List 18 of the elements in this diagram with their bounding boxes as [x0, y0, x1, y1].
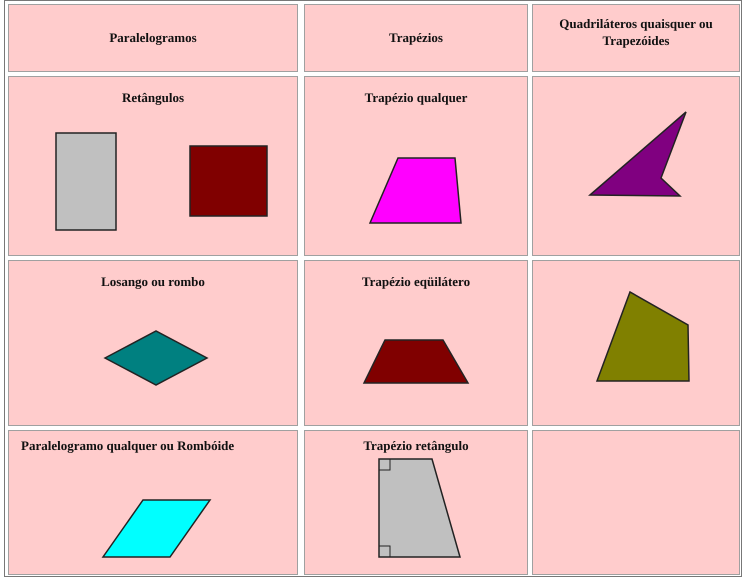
trapezoid-shape	[368, 157, 462, 224]
column-header: Quadriláteros quaisquer ou Trapezóides	[558, 15, 714, 49]
quadrilateral-shape	[588, 111, 687, 197]
column-header: Trapézios	[388, 29, 444, 46]
parallelogram-shape	[102, 499, 212, 558]
shape-caption: Trapézio retângulo	[362, 437, 470, 454]
shape-caption: Paralelogramo qualquer ou Rombóide	[21, 437, 236, 454]
trapezoid-shape	[378, 458, 461, 558]
shape-caption: Trapézio qualquer	[364, 89, 468, 106]
shape-caption: Trapézio eqüilátero	[360, 273, 472, 290]
trapezoid-shape	[362, 339, 470, 384]
quadrilateral-shape	[596, 290, 690, 382]
rhombus-shape	[103, 330, 209, 386]
shape-caption: Losango ou rombo	[100, 273, 206, 290]
rectangle-shape	[55, 132, 117, 231]
shape-caption: Retângulos	[120, 89, 186, 106]
column-header: Paralelogramos	[108, 29, 198, 46]
rectangle-shape	[189, 145, 268, 217]
